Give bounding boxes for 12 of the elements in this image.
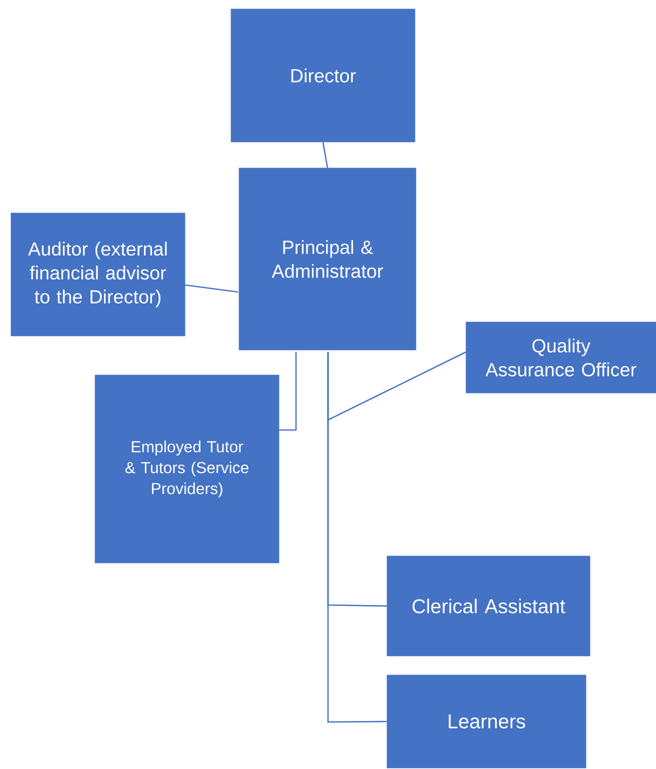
connector-line <box>327 352 387 723</box>
org-box: Principal & Administrator <box>238 168 416 350</box>
org-box: Director <box>230 8 416 142</box>
org-box: Learners <box>386 674 586 768</box>
connector-line <box>322 142 328 168</box>
connector-line <box>327 351 466 422</box>
org-box: Quality Assurance Officer <box>466 322 656 394</box>
org-box: Clerical Assistant <box>386 556 590 656</box>
org-box: Employed Tutor & Tutors (Service Providers) <box>94 374 280 564</box>
org-box: Auditor (external financial advisor to the Director) <box>10 212 186 336</box>
connector-line <box>184 284 238 293</box>
connector-line <box>279 352 297 431</box>
